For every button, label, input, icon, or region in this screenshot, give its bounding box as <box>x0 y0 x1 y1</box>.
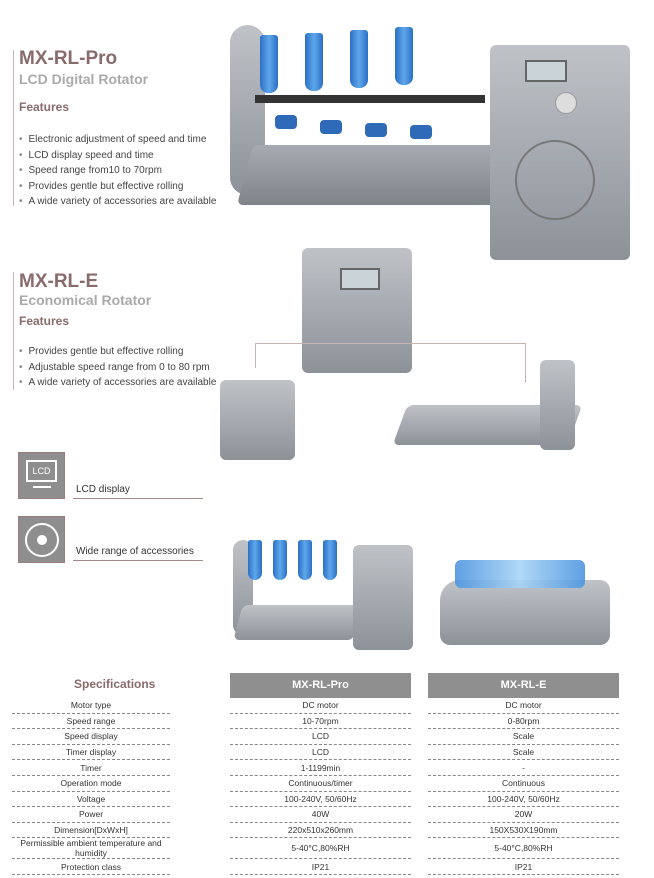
pro-value: LCD <box>230 729 411 745</box>
feature-item: Provides gentle but effective rolling <box>19 179 216 195</box>
spacer <box>170 823 230 839</box>
pro-subtitle: LCD Digital Rotator <box>19 71 149 87</box>
e-value: 0-80rpm <box>428 714 619 730</box>
table-row: Permissible ambient temperature and humi… <box>12 838 619 860</box>
e-features-heading: Features <box>19 314 70 328</box>
spacer <box>411 698 428 714</box>
spacer <box>411 859 428 875</box>
pro-value: 40W <box>230 807 411 823</box>
spec-label: Dimension[DxWxH] <box>12 823 170 839</box>
spacer <box>170 729 230 745</box>
spec-label: Voltage <box>12 792 170 808</box>
table-row: Motor type DC motor DC motor <box>12 698 619 714</box>
e-value: - <box>428 760 619 776</box>
spec-label: Protection class <box>12 859 170 875</box>
e-accessory-image <box>435 540 615 650</box>
table-row: Dimension[DxWxH] 220x510x260mm 150X530X190… <box>12 823 619 839</box>
spec-label: Timer <box>12 760 170 776</box>
pro-value: 10-70rpm <box>230 714 411 730</box>
spacer <box>411 745 428 761</box>
spacer <box>170 792 230 808</box>
accessory-wheel-icon <box>18 516 65 563</box>
spacer <box>411 823 428 839</box>
pro-features-heading: Features <box>19 100 70 114</box>
pro-value: 100-240V, 50/60Hz <box>230 792 411 808</box>
e-value: Scale <box>428 745 619 761</box>
highlight-lcd-display: LCD display <box>73 484 203 499</box>
table-row: Protection class IP21 IP21 <box>12 859 619 875</box>
pro-value: 220x510x260mm <box>230 823 411 839</box>
spec-label: Speed display <box>12 729 170 745</box>
e-title: MX-RL-E <box>19 271 99 292</box>
feature-item: Adjustable speed range from 0 to 80 rpm <box>19 360 216 376</box>
column-header-pro: MX-RL-Pro <box>230 673 411 698</box>
pro-value: 5-40°C,80%RH <box>230 838 411 860</box>
spacer <box>170 745 230 761</box>
spacer <box>170 760 230 776</box>
e-feature-list: Provides gentle but effective rolling Ad… <box>19 344 217 391</box>
pro-feature-list: Electronic adjustment of speed and time … <box>19 132 217 210</box>
section-divider-line <box>13 272 14 390</box>
spec-label: Power <box>12 807 170 823</box>
spacer <box>170 714 230 730</box>
table-row: Operation mode Continuous/timer Continuous <box>12 776 619 792</box>
pro-value: IP21 <box>230 859 411 875</box>
feature-item: Provides gentle but effective rolling <box>19 344 216 360</box>
pro-value: 1-1199min <box>230 760 411 776</box>
e-value: IP21 <box>428 859 619 875</box>
e-value: 20W <box>428 807 619 823</box>
spacer <box>411 807 428 823</box>
specifications-heading: Specifications <box>74 677 156 691</box>
lcd-monitor-icon: LCD <box>18 452 65 499</box>
pro-value: Continuous/timer <box>230 776 411 792</box>
e-value: 5-40°C,80%RH <box>428 838 619 860</box>
section-divider-line <box>13 50 14 206</box>
spacer <box>170 776 230 792</box>
column-header-e: MX-RL-E <box>428 673 619 698</box>
table-row: Voltage 100-240V, 50/60Hz 100-240V, 50/60H… <box>12 792 619 808</box>
e-value: Continuous <box>428 776 619 792</box>
pro-value: LCD <box>230 745 411 761</box>
e-value: Scale <box>428 729 619 745</box>
e-value: 150X530X190mm <box>428 823 619 839</box>
spacer <box>411 838 428 859</box>
highlight-accessories: Wide range of accessories <box>73 546 203 561</box>
spacer <box>411 729 428 745</box>
spec-label: Motor type <box>12 698 170 714</box>
table-row: Power 40W 20W <box>12 807 619 823</box>
feature-item: A wide variety of accessories are availa… <box>19 194 217 210</box>
feature-item: LCD display speed and time <box>19 148 216 164</box>
table-row: Timer 1-1199min - <box>12 760 619 776</box>
pro-product-image <box>225 5 645 270</box>
feature-item: Electronic adjustment of speed and time <box>19 132 216 148</box>
e-product-image <box>200 240 640 480</box>
table-row: Speed display LCD Scale <box>12 729 619 745</box>
spacer <box>411 792 428 808</box>
table-row: Timer display LCD Scale <box>12 745 619 761</box>
pro-value: DC motor <box>230 698 411 714</box>
spacer <box>411 776 428 792</box>
pro-accessory-image <box>228 525 418 655</box>
spacer <box>170 859 230 875</box>
e-value: DC motor <box>428 698 619 714</box>
spec-label: Permissible ambient temperature and humi… <box>12 838 170 860</box>
spec-label: Timer display <box>12 745 170 761</box>
table-row: Speed range 10-70rpm 0-80rpm <box>12 714 619 730</box>
spacer <box>170 698 230 714</box>
spec-label: Operation mode <box>12 776 170 792</box>
feature-item: Speed range from10 to 70rpm <box>19 163 216 179</box>
pro-title: MX-RL-Pro <box>19 48 118 69</box>
spec-label: Speed range <box>12 714 170 730</box>
spacer <box>411 760 428 776</box>
lcd-icon-text: LCD <box>26 460 57 482</box>
e-value: 100-240V, 50/60Hz <box>428 792 619 808</box>
feature-item: A wide variety of accessories are availa… <box>19 375 217 391</box>
e-subtitle: Economical Rotator <box>19 292 152 308</box>
spacer <box>411 714 428 730</box>
spacer <box>170 838 230 859</box>
spacer <box>170 807 230 823</box>
